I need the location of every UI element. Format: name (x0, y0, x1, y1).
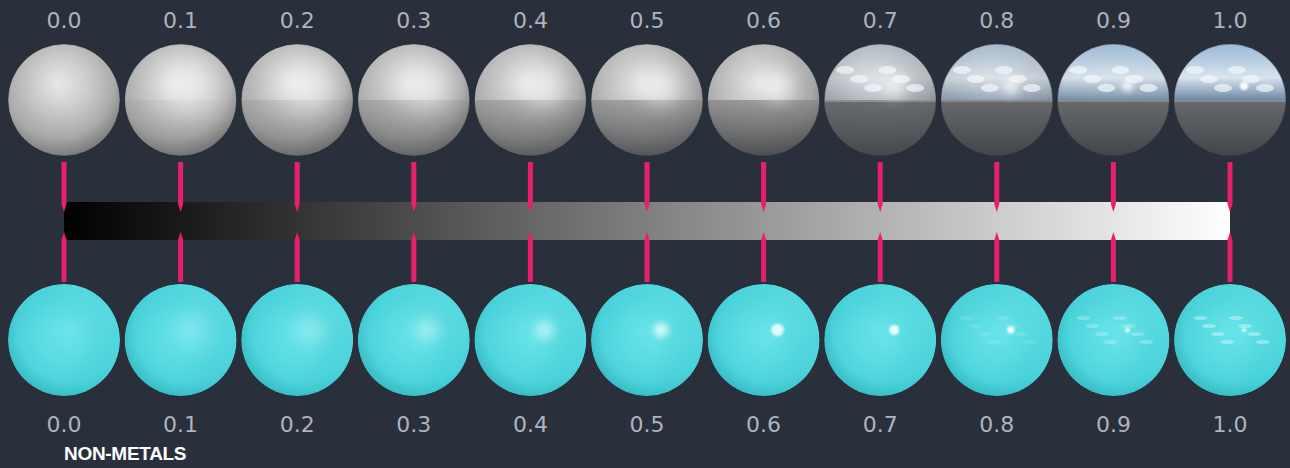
roughness-value: 0.9 (1096, 414, 1131, 436)
roughness-value: 1.0 (1213, 10, 1248, 32)
metal-sphere (474, 44, 586, 156)
roughness-value: 0.4 (513, 414, 548, 436)
sphere-rim (941, 44, 1053, 156)
roughness-value: 0.7 (863, 414, 898, 436)
roughness-value: 0.0 (47, 414, 82, 436)
tick-mark (994, 162, 999, 212)
roughness-value: 0.2 (280, 10, 315, 32)
metal-sphere (241, 44, 353, 156)
tick-mark (178, 232, 183, 282)
roughness-value: 1.0 (1213, 414, 1248, 436)
nonmetal-sphere (921, 284, 1053, 408)
nonmetal-sphere (1037, 284, 1169, 408)
tick-mark (761, 232, 766, 282)
nonmetal-sphere (571, 284, 703, 408)
roughness-value: 0.5 (630, 414, 665, 436)
metal-sphere (708, 44, 820, 156)
roughness-value: 0.2 (280, 414, 315, 436)
nonmetal-sphere (221, 284, 353, 408)
tick-mark (295, 162, 300, 212)
nonmetal-sphere (0, 284, 120, 408)
nonmetal-sphere (454, 284, 586, 408)
tick-mark (878, 232, 883, 282)
tick-mark (295, 232, 300, 282)
metal-sphere (1174, 44, 1286, 158)
sphere-rim (824, 44, 936, 156)
roughness-value: 0.5 (630, 10, 665, 32)
roughness-value: 0.3 (396, 414, 431, 436)
metal-sphere (8, 44, 120, 156)
metal-sphere (824, 44, 936, 158)
roughness-value: 0.8 (979, 414, 1014, 436)
tick-mark (62, 162, 67, 212)
roughness-value: 0.1 (163, 414, 198, 436)
section-heading: NON-METALS (64, 444, 186, 463)
roughness-value: 0.7 (863, 10, 898, 32)
roughness-value: 0.3 (396, 10, 431, 32)
tick-mark (528, 232, 533, 282)
tick-mark (645, 232, 650, 282)
tick-mark (1111, 162, 1116, 212)
roughness-value: 0.9 (1096, 10, 1131, 32)
nonmetal-sphere (1154, 284, 1286, 408)
tick-mark (1228, 162, 1233, 212)
nonmetal-sphere (688, 284, 820, 408)
metal-sphere (358, 44, 470, 156)
sphere-rim (591, 44, 703, 156)
sphere-rim (8, 44, 120, 156)
tick-mark (994, 232, 999, 282)
roughness-value: 0.0 (47, 10, 82, 32)
sphere-rim (1057, 44, 1169, 156)
tick-mark (411, 162, 416, 212)
metal-sphere (591, 44, 703, 156)
roughness-value: 0.6 (746, 414, 781, 436)
tick-mark (1111, 232, 1116, 282)
nonmetal-sphere (105, 284, 237, 408)
roughness-value: 0.1 (163, 10, 198, 32)
tick-mark (528, 162, 533, 212)
sphere-rim (125, 44, 237, 156)
sphere-rim (1174, 44, 1286, 156)
tick-mark (1228, 232, 1233, 282)
sphere-rim (358, 44, 470, 156)
tick-mark (178, 162, 183, 212)
metal-sphere (125, 44, 237, 156)
roughness-value: 0.4 (513, 10, 548, 32)
tick-mark (761, 162, 766, 212)
sphere-rim (708, 44, 820, 156)
tick-mark (645, 162, 650, 212)
roughness-value: 0.6 (746, 10, 781, 32)
sphere-rim (241, 44, 353, 156)
tick-mark (411, 232, 416, 282)
tick-mark (62, 232, 67, 282)
nonmetal-sphere (804, 284, 936, 408)
metal-sphere (1057, 44, 1169, 158)
sphere-rim (474, 44, 586, 156)
nonmetal-sphere (338, 284, 470, 408)
metal-sphere (941, 44, 1053, 158)
tick-mark (878, 162, 883, 212)
roughness-value: 0.8 (979, 10, 1014, 32)
